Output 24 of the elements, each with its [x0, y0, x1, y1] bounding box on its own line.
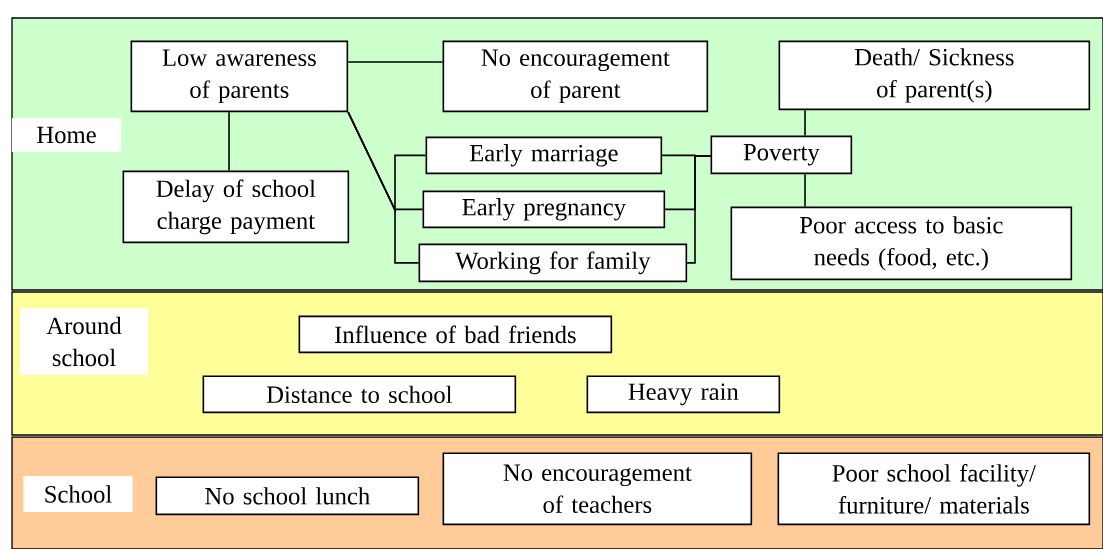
connector-line [804, 173, 806, 208]
cause-box: Heavy rain [586, 375, 781, 414]
cause-box: Delay of school charge payment [122, 170, 350, 244]
cause-box: Death/ Sickness of parent(s) [778, 40, 1091, 111]
connector-line [228, 111, 230, 172]
cause-box: Low awareness of parents [130, 40, 349, 113]
cause-box: No encouragement of parent [442, 40, 709, 113]
cause-box: Poor access to basic needs (food, etc.) [730, 206, 1073, 281]
cause-box: No encouragement of teachers [442, 452, 753, 526]
connector-line [804, 109, 806, 137]
cause-box: No school lunch [155, 476, 420, 516]
cause-box: Distance to school [202, 375, 517, 414]
band-label: Around school [20, 308, 148, 375]
cause-box: Poor school facility/ furniture/ materials [777, 452, 1091, 526]
cause-box: Early marriage [425, 136, 663, 175]
cause-box: Working for family [418, 243, 688, 283]
band-label: School [23, 476, 133, 512]
cause-box: Poverty [710, 135, 853, 175]
band-label: Home [11, 118, 122, 152]
connector-line [686, 155, 712, 264]
cause-box: Influence of bad friends [298, 315, 613, 354]
cause-box: Early pregnancy [422, 190, 666, 229]
connector-line [347, 111, 420, 264]
connector-line [347, 61, 444, 63]
